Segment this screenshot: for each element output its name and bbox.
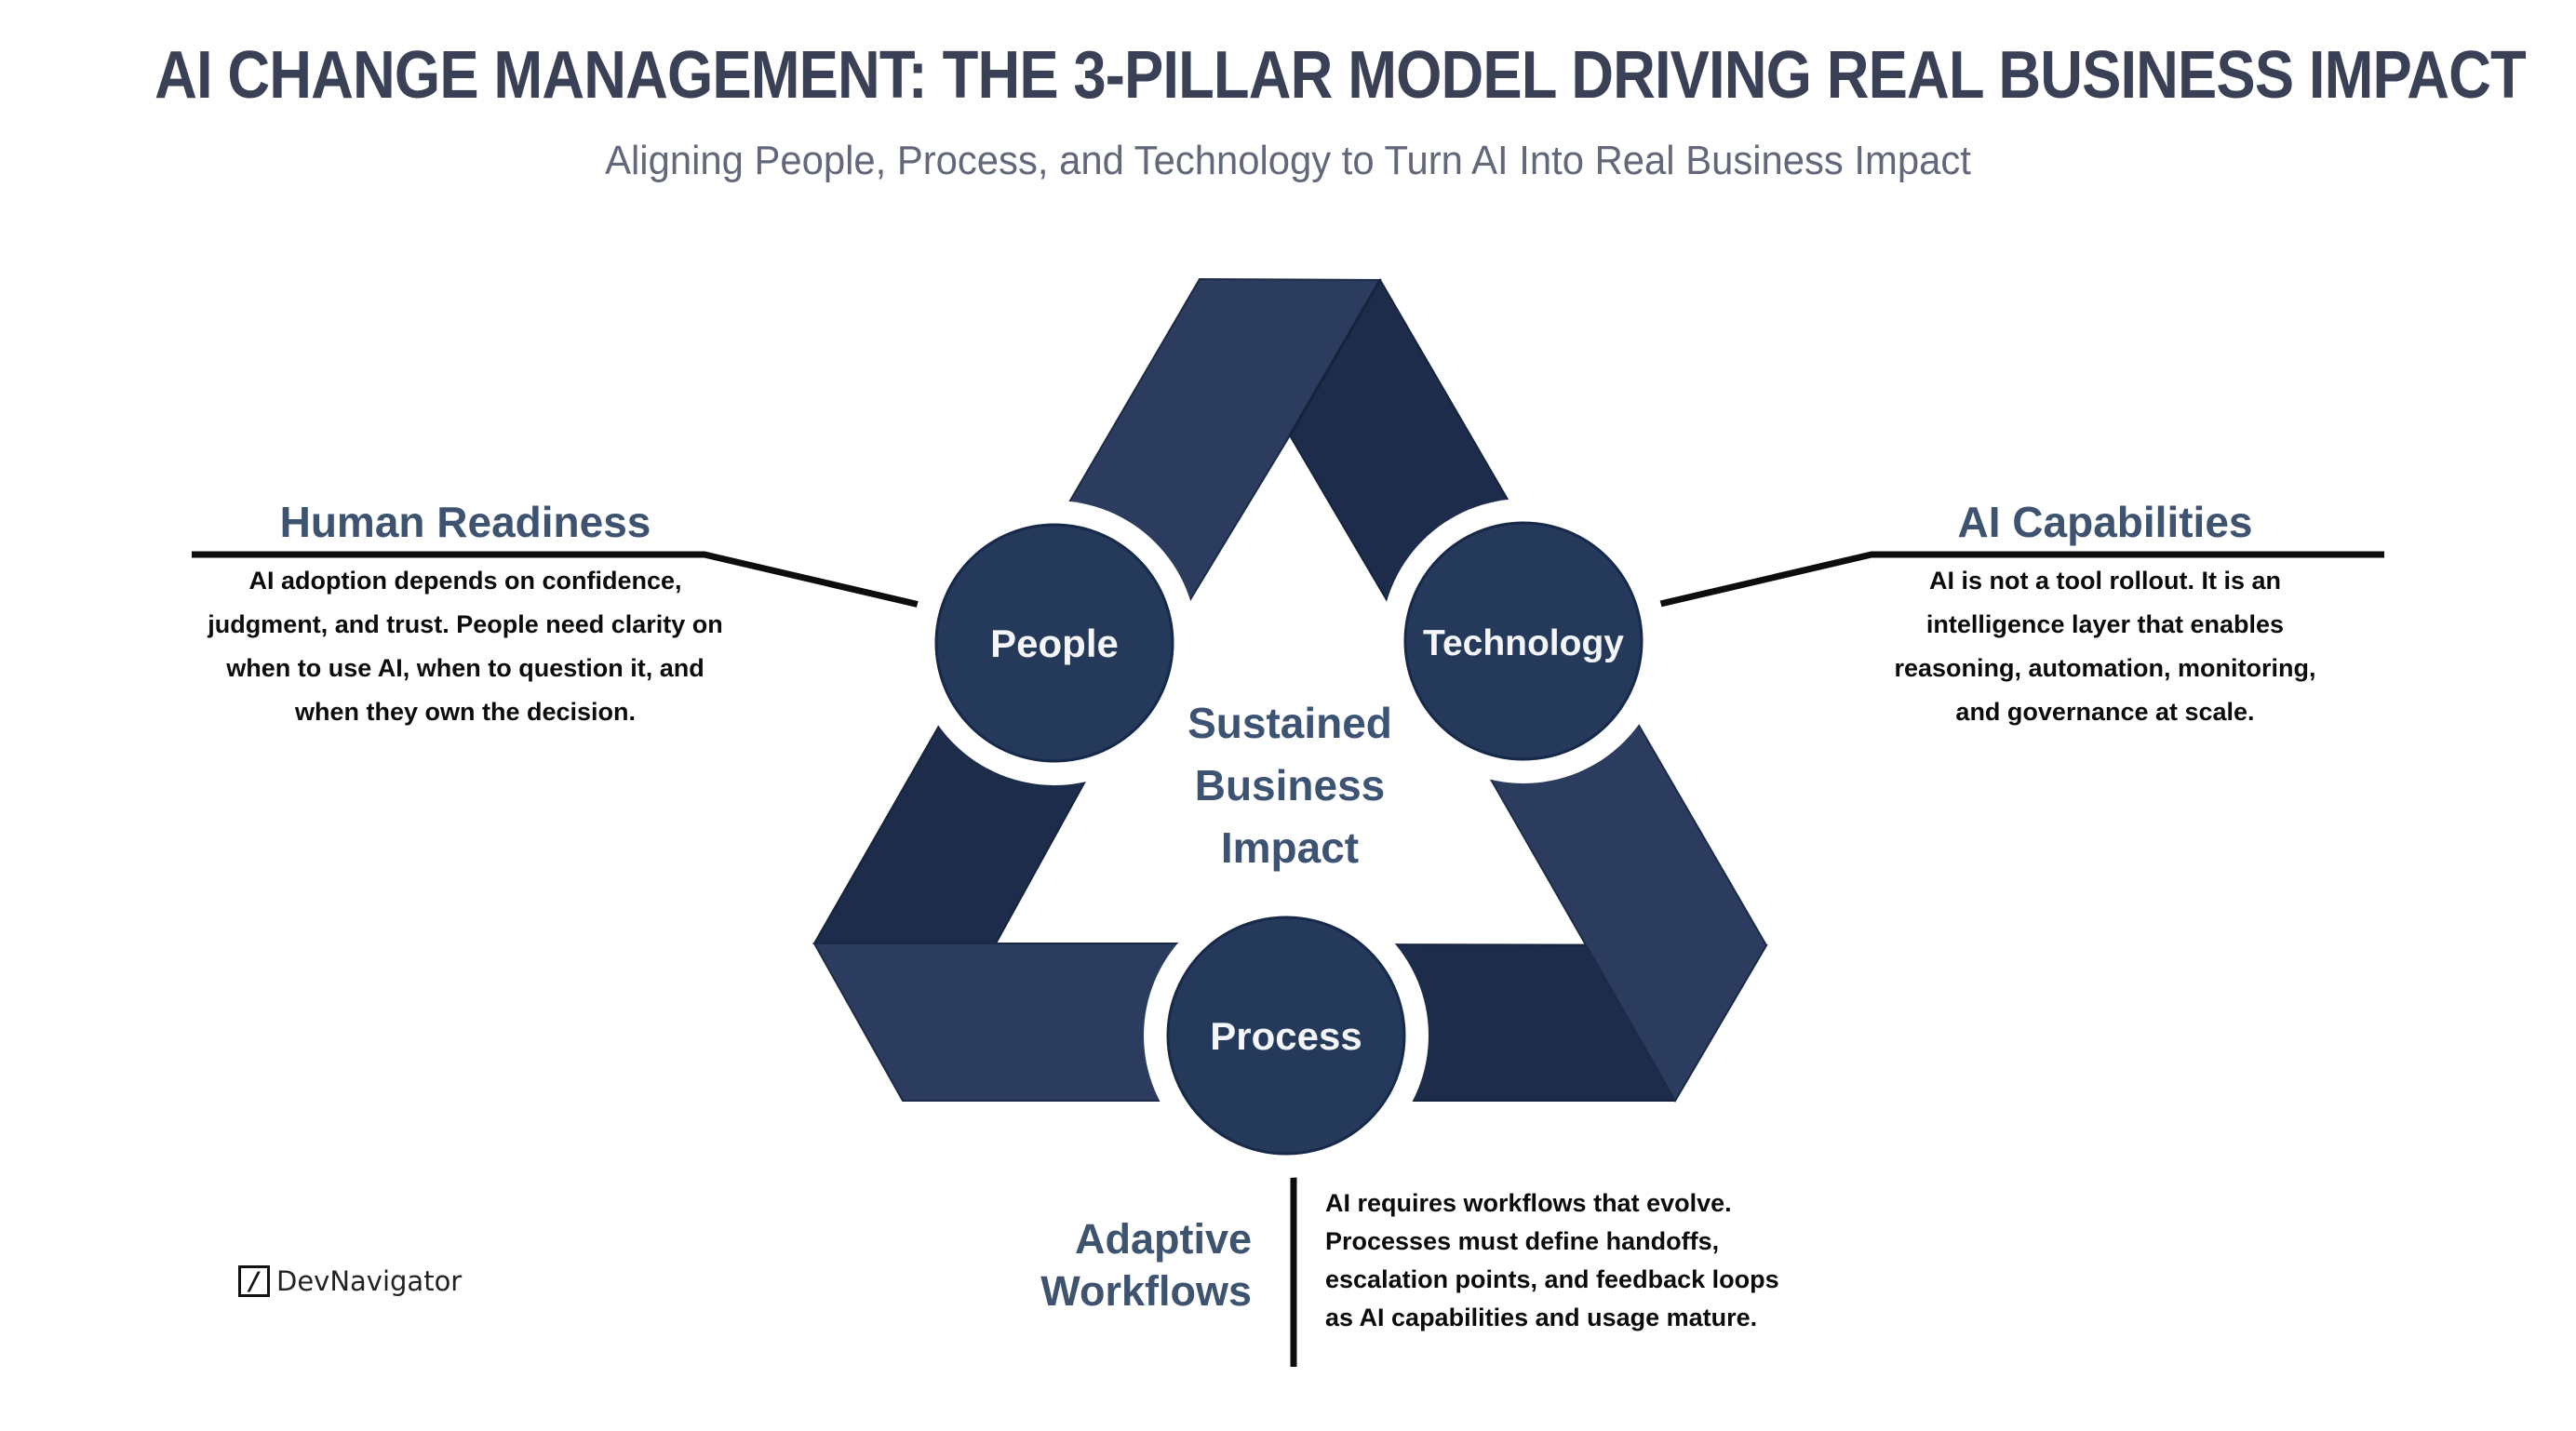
adaptive-workflows-body: AI requires workflows that evolve. Proce…	[1325, 1189, 1779, 1331]
adaptive-workflows-heading: Adaptive Workflows	[1040, 1215, 1252, 1315]
ai-capabilities-connector-line	[1656, 551, 2384, 609]
ai-capabilities-heading: AI Capabilities	[1957, 498, 2253, 546]
technology-circle	[1403, 521, 1644, 761]
page-subtitle: Aligning People, Process, and Technology…	[605, 138, 1971, 183]
devnavigator-logo-icon: /	[238, 1265, 270, 1297]
people-circle	[934, 523, 1174, 763]
process-circle	[1166, 916, 1406, 1156]
sustained-business-impact-label: Sustained Business Impact	[1187, 699, 1392, 872]
human-readiness-heading: Human Readiness	[279, 498, 651, 546]
page-title: AI CHANGE MANAGEMENT: THE 3-PILLAR MODEL…	[154, 38, 2527, 113]
apex-fold-crease	[1288, 279, 1382, 436]
people-label: People	[990, 622, 1119, 665]
human-readiness-connector-line	[192, 551, 920, 609]
devnavigator-logo: / DevNavigator	[238, 1265, 462, 1297]
human-readiness-body: AI adoption depends on confidence, judgm…	[208, 567, 723, 726]
process-label: Process	[1210, 1014, 1362, 1058]
ai-capabilities-body: AI is not a tool rollout. It is an intel…	[1894, 567, 2316, 726]
devnavigator-logo-text: DevNavigator	[276, 1265, 463, 1297]
technology-label: Technology	[1423, 623, 1624, 663]
